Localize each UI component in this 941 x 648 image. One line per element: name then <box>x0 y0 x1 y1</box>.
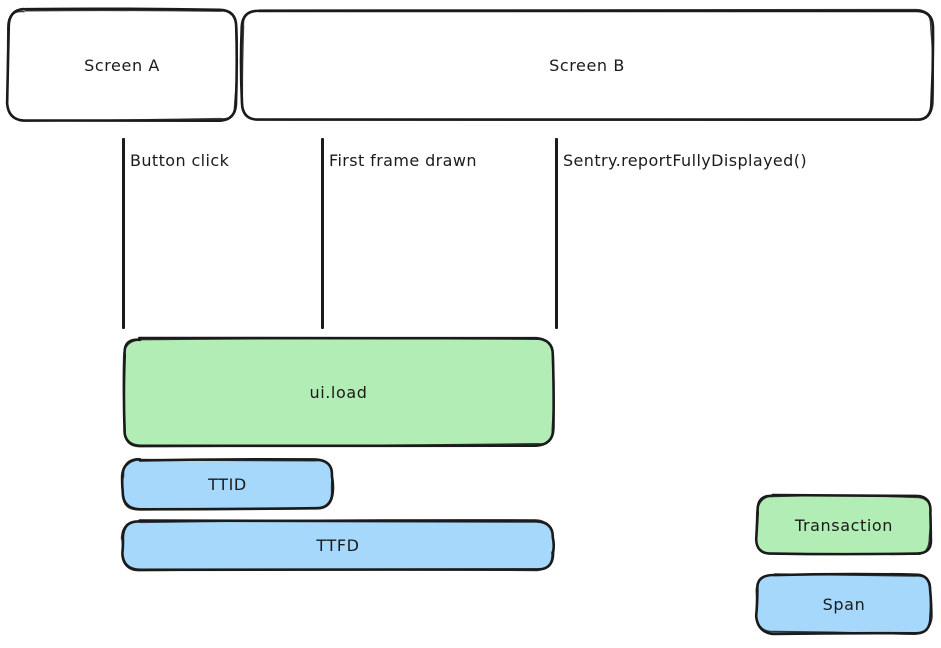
screen-b-label: Screen B <box>549 55 625 75</box>
screen-a-label: Screen A <box>84 55 160 75</box>
bar-ttid: TTID <box>120 457 335 511</box>
marker-line-report-fully-displayed <box>555 138 558 329</box>
marker-label-button-click: Button click <box>130 151 230 170</box>
legend-transaction-label: Transaction <box>794 515 894 535</box>
legend-span-label: Span <box>822 594 866 614</box>
bar-ttfd: TTFD <box>120 518 556 572</box>
bar-ui-load-label: ui.load <box>309 382 368 402</box>
bar-ttid-label: TTID <box>208 475 247 494</box>
screen-a-box: Screen A <box>5 7 239 122</box>
legend-span: Span <box>754 572 933 636</box>
marker-line-first-frame-drawn <box>321 138 324 329</box>
marker-label-first-frame-drawn: First frame drawn <box>329 151 477 170</box>
bar-ttfd-label: TTFD <box>316 535 360 555</box>
marker-line-button-click <box>122 138 125 329</box>
screen-b-box: Screen B <box>239 8 935 122</box>
bar-ui-load: ui.load <box>122 336 555 448</box>
marker-label-report-fully-displayed: Sentry.reportFullyDisplayed() <box>563 151 808 170</box>
legend-transaction: Transaction <box>754 493 933 556</box>
